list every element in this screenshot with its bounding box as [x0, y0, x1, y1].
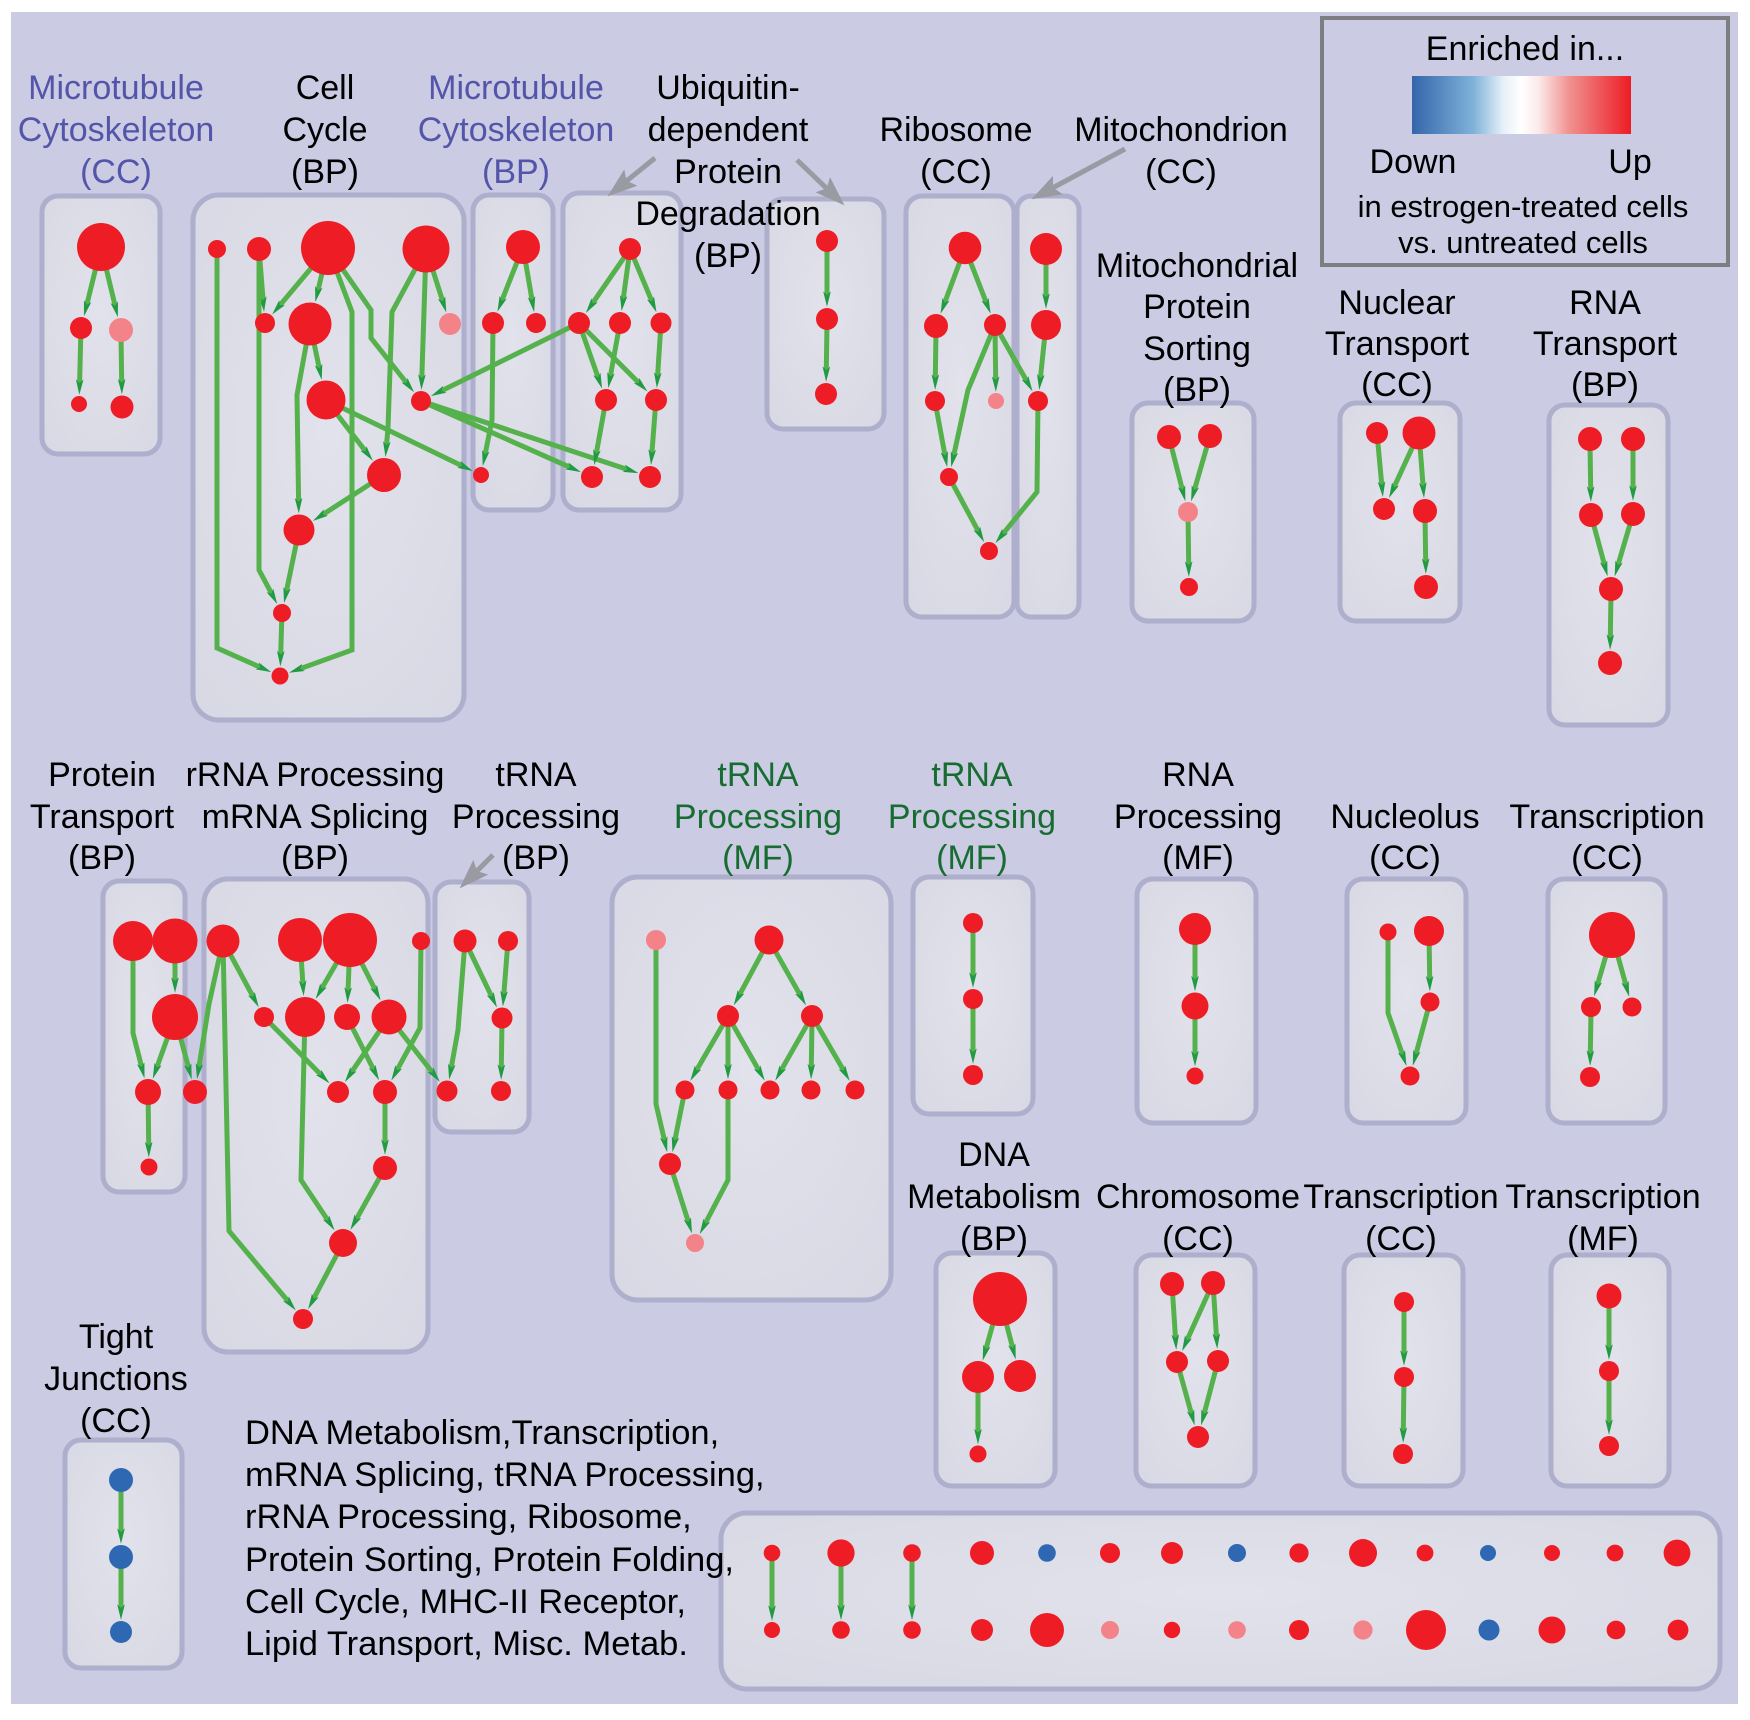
svg-text:(CC): (CC)	[1369, 839, 1441, 877]
svg-text:DNA Metabolism,Transcription,: DNA Metabolism,Transcription,	[245, 1414, 719, 1452]
svg-text:(CC): (CC)	[1361, 366, 1433, 404]
svg-text:Microtubule: Microtubule	[28, 69, 204, 107]
svg-text:RNA: RNA	[1162, 756, 1234, 794]
svg-text:(BP): (BP)	[502, 839, 570, 877]
svg-text:Protein: Protein	[1143, 288, 1251, 326]
svg-text:(BP): (BP)	[291, 153, 359, 191]
svg-text:Sorting: Sorting	[1143, 330, 1251, 368]
svg-text:(BP): (BP)	[1163, 371, 1231, 409]
svg-text:(BP): (BP)	[482, 153, 550, 191]
svg-text:Cytoskeleton: Cytoskeleton	[418, 111, 615, 149]
svg-text:Protein: Protein	[674, 153, 782, 191]
svg-text:Microtubule: Microtubule	[428, 69, 604, 107]
svg-text:(CC): (CC)	[1365, 1220, 1437, 1258]
svg-text:(BP): (BP)	[281, 839, 349, 877]
svg-text:Cell: Cell	[296, 69, 355, 107]
svg-text:Transport: Transport	[1533, 325, 1678, 363]
svg-text:tRNA: tRNA	[495, 756, 577, 794]
svg-text:Nuclear: Nuclear	[1338, 284, 1455, 322]
svg-text:(CC): (CC)	[80, 153, 152, 191]
svg-text:Transcription: Transcription	[1505, 1178, 1700, 1216]
svg-text:Degradation: Degradation	[635, 195, 820, 233]
svg-text:(CC): (CC)	[1571, 839, 1643, 877]
svg-text:(MF): (MF)	[936, 839, 1008, 877]
svg-text:Metabolism: Metabolism	[907, 1178, 1081, 1216]
svg-text:Chromosome: Chromosome	[1096, 1178, 1300, 1216]
svg-text:dependent: dependent	[648, 111, 809, 149]
svg-text:mRNA Splicing: mRNA Splicing	[202, 798, 429, 836]
svg-text:Ubiquitin-: Ubiquitin-	[656, 69, 800, 107]
svg-text:Cytoskeleton: Cytoskeleton	[18, 111, 215, 149]
svg-text:Transport: Transport	[30, 798, 175, 836]
svg-text:tRNA: tRNA	[717, 756, 799, 794]
svg-text:Transcription: Transcription	[1509, 798, 1704, 836]
svg-text:(MF): (MF)	[1567, 1220, 1639, 1258]
svg-text:Mitochondrial: Mitochondrial	[1096, 247, 1298, 285]
svg-text:(CC): (CC)	[1145, 153, 1217, 191]
svg-text:(CC): (CC)	[920, 153, 992, 191]
svg-text:Processing: Processing	[674, 798, 842, 836]
svg-text:DNA: DNA	[958, 1136, 1030, 1174]
svg-text:(CC): (CC)	[1162, 1220, 1234, 1258]
svg-text:rRNA Processing: rRNA Processing	[186, 756, 445, 794]
svg-text:(BP): (BP)	[960, 1220, 1028, 1258]
svg-text:Protein Sorting, Protein Foldi: Protein Sorting, Protein Folding,	[245, 1541, 734, 1579]
svg-text:Transport: Transport	[1325, 325, 1470, 363]
svg-text:Enriched in...: Enriched in...	[1426, 30, 1624, 68]
svg-text:mRNA Splicing, tRNA Processing: mRNA Splicing, tRNA Processing,	[245, 1456, 765, 1494]
svg-text:in estrogen-treated cells: in estrogen-treated cells	[1358, 189, 1689, 224]
svg-text:Junctions: Junctions	[44, 1360, 188, 1398]
svg-text:(BP): (BP)	[1571, 366, 1639, 404]
svg-text:(MF): (MF)	[722, 839, 794, 877]
svg-text:(MF): (MF)	[1162, 839, 1234, 877]
svg-text:Protein: Protein	[48, 756, 156, 794]
svg-text:Lipid Transport, Misc. Metab.: Lipid Transport, Misc. Metab.	[245, 1625, 688, 1663]
svg-text:(CC): (CC)	[80, 1402, 152, 1440]
svg-text:Processing: Processing	[1114, 798, 1282, 836]
svg-text:Processing: Processing	[452, 798, 620, 836]
svg-text:Tight: Tight	[79, 1318, 154, 1356]
svg-text:rRNA Processing, Ribosome,: rRNA Processing, Ribosome,	[245, 1498, 692, 1536]
svg-text:RNA: RNA	[1569, 284, 1641, 322]
svg-text:Mitochondrion: Mitochondrion	[1074, 111, 1288, 149]
svg-text:Nucleolus: Nucleolus	[1330, 798, 1479, 836]
svg-text:(BP): (BP)	[68, 839, 136, 877]
svg-text:Cycle: Cycle	[282, 111, 367, 149]
svg-text:Ribosome: Ribosome	[879, 111, 1032, 149]
svg-text:(BP): (BP)	[694, 237, 762, 275]
svg-text:Down: Down	[1370, 143, 1457, 181]
svg-text:tRNA: tRNA	[931, 756, 1013, 794]
svg-text:Cell Cycle, MHC-II Receptor,: Cell Cycle, MHC-II Receptor,	[245, 1583, 686, 1621]
svg-text:Up: Up	[1608, 143, 1651, 181]
svg-text:Processing: Processing	[888, 798, 1056, 836]
svg-text:vs. untreated cells: vs. untreated cells	[1398, 225, 1648, 260]
svg-text:Transcription: Transcription	[1303, 1178, 1498, 1216]
